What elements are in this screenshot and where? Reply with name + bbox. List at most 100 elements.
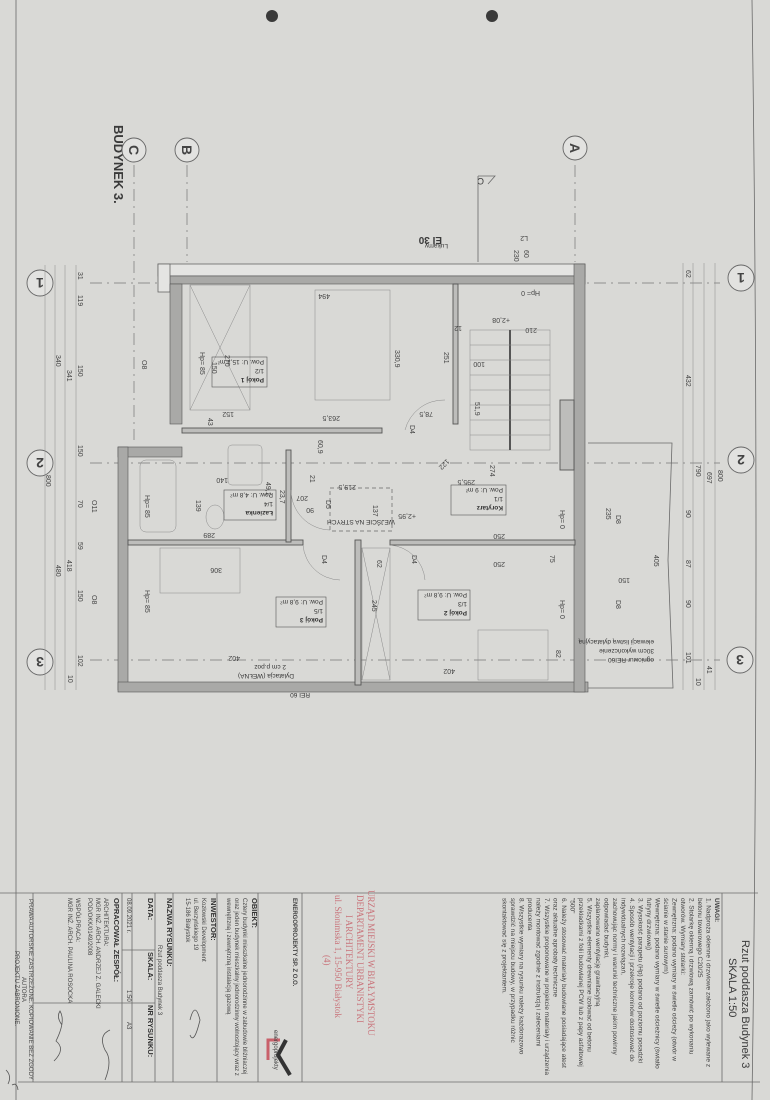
object-text: oraz jeden budynek mieszkalny jednorodzi… xyxy=(233,898,239,1076)
drawing-label: C xyxy=(126,145,142,155)
drawing-label: ul. Słonimska 1, 15-950 Białystok xyxy=(333,895,343,1019)
building-walls xyxy=(117,263,589,693)
drawing-label: 494 xyxy=(318,292,330,299)
drawing-name-label: NAZWA RYSUNKU: xyxy=(165,898,174,967)
drawing-label: D4 xyxy=(320,555,327,564)
drawing-label: 30cm wykończenie xyxy=(599,647,654,654)
scale-label: SKALA: xyxy=(146,952,155,980)
insulation-note: Dylatacja (WEŁNA) 2 cm p.poz xyxy=(238,663,294,679)
drawing-label: 60,9 xyxy=(316,440,323,454)
drawing-label: 101 xyxy=(684,652,691,664)
fire-rating-ei30: EI 30 xyxy=(418,234,442,245)
section-mark: C xyxy=(477,175,496,262)
drawing-label: 31 xyxy=(76,272,83,280)
desk xyxy=(159,547,241,594)
building-label: BUDYNEK 3. xyxy=(111,125,126,204)
drawing-name: Rzut poddasza Budynek 3 xyxy=(156,945,162,1016)
drawing-label: ARCHITEKTURA: xyxy=(102,898,108,947)
object-label: OBIEKT: xyxy=(250,898,259,928)
bed xyxy=(477,629,549,681)
room-label-pokoj2: Pokój 2 1/3 Pow. U: 9,8 m² xyxy=(417,589,471,621)
drawing-label: 263,5 xyxy=(322,414,340,421)
drawing-label: 137 xyxy=(371,505,378,517)
drawing-label: 207 xyxy=(296,494,308,501)
drawing-label: 1/2 xyxy=(255,367,264,374)
axis-bubble-3-left: 3 xyxy=(26,648,54,676)
drawing-label: 3 xyxy=(736,652,744,668)
level-marker: +2,95 xyxy=(398,512,416,519)
drawing-label: 270 xyxy=(223,355,230,367)
drawing-label: 251 xyxy=(442,352,449,364)
drawing-label: MGR INŻ. ARCH. PAULINA ROSOCKA xyxy=(66,898,73,1003)
drawing-label: 1 xyxy=(737,270,745,286)
note: 3. Wysokość parapetu (Hp) podano od pozi… xyxy=(636,898,644,1064)
date-value: 08.09.2021 r. xyxy=(125,898,131,933)
axis-bubble-1-left: 1 xyxy=(26,269,54,297)
drawing-label: Łazienka xyxy=(245,509,273,516)
drawing-label: 289 xyxy=(203,531,215,538)
drawing-label: 230 xyxy=(512,250,519,262)
note: zaplanowano wentylację grawitacyjną xyxy=(594,898,601,1007)
drawing-label: O8 xyxy=(140,360,147,369)
drawing-label: 59 xyxy=(76,542,83,550)
drawing-label: 12 xyxy=(454,324,462,331)
note: 7. Wszystkie proponowane w projekcie mat… xyxy=(526,898,550,1076)
drawing-label: Hp= 85 xyxy=(143,590,150,613)
drawing-label: 480 xyxy=(54,565,61,577)
drawing-label: D8 xyxy=(614,515,621,524)
drawing-label: 210 xyxy=(525,326,537,333)
drawing-label: 78,5 xyxy=(419,410,433,417)
drawing-label: WSPÓŁPRACA: xyxy=(74,898,81,942)
architect-signature xyxy=(102,1029,111,1081)
drawing-label: 790 xyxy=(694,465,701,477)
drawing-label: 402 xyxy=(443,667,455,674)
note: Wewnętrzna: podano wymiary w świetle ośc… xyxy=(645,898,661,1069)
note: 2. Stolarkę okienną i drzwiową zamówić p… xyxy=(679,898,695,1055)
drawing-number: A3 xyxy=(125,1022,131,1030)
scale-value: 1:50 xyxy=(125,990,131,1002)
attic-entry-label: WEJŚCIE NA STRYCH xyxy=(327,518,395,527)
drawing-label: 1/4 xyxy=(264,500,273,507)
drawing-label: 250 xyxy=(493,560,505,567)
room-label-lazienka: Łazienka 1/4 Pow. U: 4,8 m² xyxy=(223,489,277,521)
drawing-label: 697 xyxy=(705,472,712,484)
drawing-label: Hp= 0 xyxy=(521,289,540,296)
drawing-label: 87 xyxy=(684,560,691,568)
drawing-label: 330,9 xyxy=(393,350,400,368)
frame-line xyxy=(751,0,757,1100)
investor-line: Kozłowski Development xyxy=(200,898,206,962)
drawing-label: 418 xyxy=(65,560,72,572)
door-swing xyxy=(290,489,331,531)
room-label-pokoj1: Pokój 1 1/2 Pow. U: 15,1 m² xyxy=(211,356,268,388)
staircase: +2,08 xyxy=(469,316,551,451)
drawing-label: B xyxy=(179,145,195,155)
drawing-label: 235 xyxy=(604,508,611,520)
drawing-label: 90 xyxy=(306,506,314,513)
drawing-label: 119 xyxy=(76,295,83,306)
drawing-number-label: NR RYSUNKU: xyxy=(146,1005,155,1057)
drawing-label: Pow. U: 15,1 m² xyxy=(217,358,264,365)
drawing-label: 402 xyxy=(228,654,240,661)
drawing-label: POD/OKK/0149/2008 xyxy=(86,898,92,956)
drawing-label: 21 xyxy=(308,475,315,483)
investor-line: ul. Berzyńskiego 19 xyxy=(192,898,198,951)
drawing-label: 1/5 xyxy=(314,607,323,614)
axis-bubble-2-left: 2 xyxy=(26,449,54,477)
drawing-label: 43 xyxy=(206,418,213,426)
initials-scribble xyxy=(5,1069,19,1091)
door-swing xyxy=(302,544,341,581)
sheet-scale: SKALA 1:50 xyxy=(726,958,738,1017)
opening-tags: D4 D4 D4 D5 D8 D8 O8 O11 O8 Hp= 85 Hp= 8… xyxy=(90,234,621,619)
drawing-label: A xyxy=(567,143,583,153)
drawing-label: Pow. U: 9,8 m² xyxy=(424,591,467,598)
drawing-label: 82 xyxy=(554,650,561,658)
drawing-label: I ARCHITEKTURY xyxy=(344,915,354,990)
drawing-label: L2 xyxy=(520,234,528,241)
drawing-label: 150 xyxy=(618,576,630,583)
drawing-label: Pokój 1 xyxy=(240,376,264,383)
drawing-label: D4 xyxy=(408,425,415,434)
drawing-label: D4 xyxy=(410,555,417,564)
drawing-label: Hp= 0 xyxy=(558,600,565,619)
drawing-label: 62 xyxy=(375,560,382,568)
